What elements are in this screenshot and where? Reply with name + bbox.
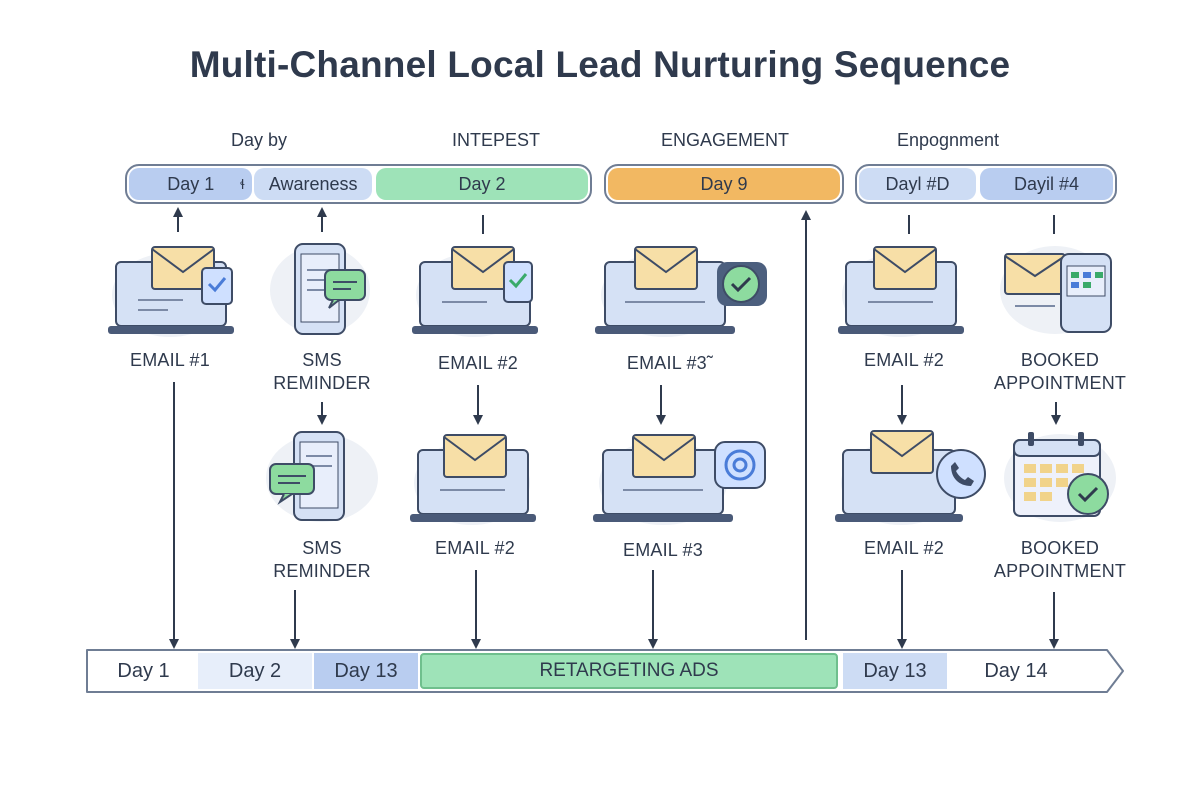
node-email2r-label: EMAIL #2 <box>864 350 944 370</box>
bottom-retargeting-ads: RETARGETING ADS <box>420 653 838 689</box>
laptop-email-icon <box>410 428 540 533</box>
node-sms2-text: SMS REMINDER <box>273 538 371 581</box>
top-timeline-group-3: Dayl #D Dayil #4 <box>855 164 1117 204</box>
bottom-day-13-b: Day 13 <box>843 653 947 689</box>
top-timeline-group-1: Day 1 ɬ Awareness Day 2 <box>125 164 592 204</box>
laptop-email-check-icon <box>595 240 775 345</box>
node-booked1-label: BOOKED APPOINTMENT <box>970 349 1150 395</box>
stage-label-2: INTEPEST <box>451 130 540 150</box>
node-booked1-text: BOOKED APPOINTMENT <box>993 350 1127 393</box>
phone-calendar-icon <box>995 240 1125 345</box>
node-email2-label: EMAIL #2 <box>438 353 518 373</box>
bottom-day-2: Day 2 <box>198 653 312 689</box>
node-email1-label: EMAIL #1 <box>130 350 210 370</box>
diagram-title: Multi-Channel Local Lead Nurturing Seque… <box>189 44 1011 85</box>
node-email2b-label: EMAIL #2 <box>435 538 515 558</box>
stage-label-1: Day by <box>230 130 288 150</box>
node-booked2-label: BOOKED APPOINTMENT <box>970 537 1150 583</box>
laptop-email-icon <box>412 240 542 345</box>
node-sms2-label: SMS REMINDER <box>232 537 412 583</box>
pill-dayl-d: Dayl #D <box>859 168 977 200</box>
node-email2rb-label: EMAIL #2 <box>864 538 944 558</box>
laptop-email-icon <box>108 240 238 345</box>
node-sms1-label: SMS REMINDER <box>232 349 412 395</box>
laptop-email-target-icon <box>593 428 773 533</box>
phone-sms-icon <box>262 428 382 533</box>
stage-label-3: ENGAGEMENT <box>660 130 789 150</box>
node-booked2-text: BOOKED APPOINTMENT <box>993 538 1127 581</box>
phone-sms-icon <box>265 240 375 345</box>
pill-day-9: Day 9 <box>608 168 840 200</box>
bottom-day-14: Day 14 <box>984 659 1048 682</box>
laptop-email-icon <box>838 240 968 345</box>
pill-day-1: Day 1 ɬ <box>129 168 253 200</box>
node-sms1-text: SMS REMINDER <box>273 350 371 393</box>
pill-marker: ɬ <box>240 176 245 192</box>
laptop-email-phone-icon <box>835 428 995 533</box>
bottom-timeline: Day 1 Day 2 Day 13 RETARGETING ADS Day 1… <box>85 648 1125 694</box>
top-timeline-group-2: Day 9 <box>604 164 844 204</box>
pill-day-2: Day 2 <box>375 168 588 200</box>
pill-dayil-4: Dayil #4 <box>980 168 1113 200</box>
calendar-check-icon <box>1000 428 1130 533</box>
pill-awareness: Awareness <box>254 168 372 200</box>
stage-label-4: Enpognment <box>896 130 1000 150</box>
bottom-day-13: Day 13 <box>314 653 418 689</box>
node-email3b-label: EMAIL #3 <box>623 540 703 560</box>
node-email3-label: EMAIL #3˜ <box>626 353 714 373</box>
pill-day-1-label: Day 1 <box>167 173 215 194</box>
bottom-day-1: Day 1 <box>117 659 170 682</box>
